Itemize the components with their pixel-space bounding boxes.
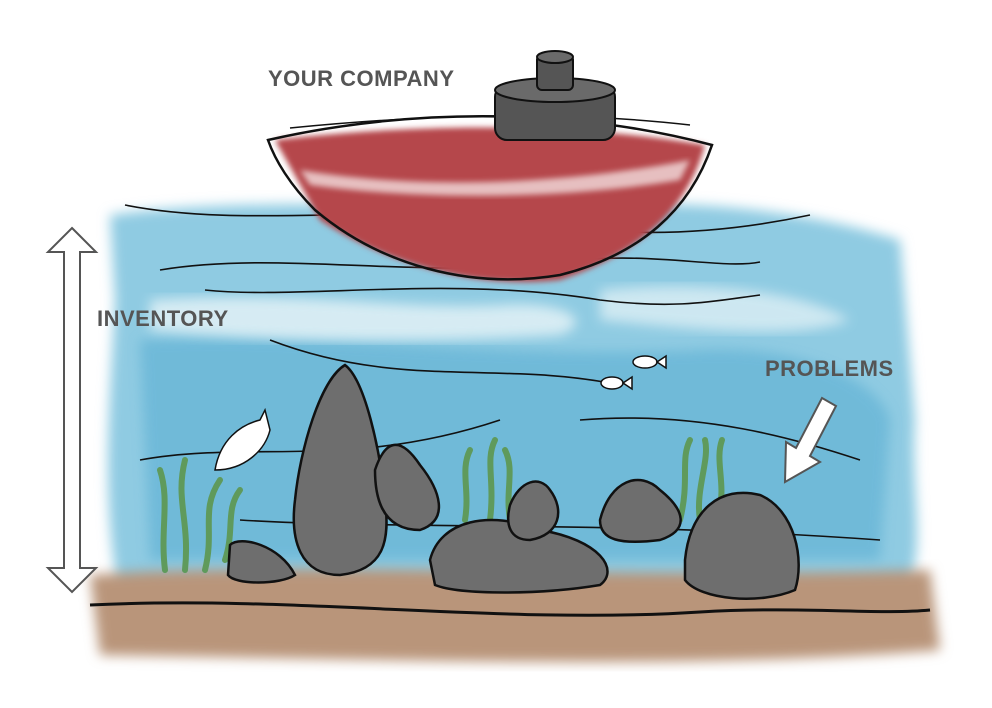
inventory-label: INVENTORY xyxy=(97,306,229,331)
boat-icon xyxy=(266,50,714,282)
company-label: YOUR COMPANY xyxy=(268,66,455,91)
arrow-down-icon xyxy=(783,396,838,484)
rocks xyxy=(226,363,800,600)
double-arrow-icon xyxy=(45,226,99,594)
fish xyxy=(214,354,667,471)
problems-label: PROBLEMS xyxy=(765,356,894,381)
seabed-line xyxy=(89,601,931,617)
